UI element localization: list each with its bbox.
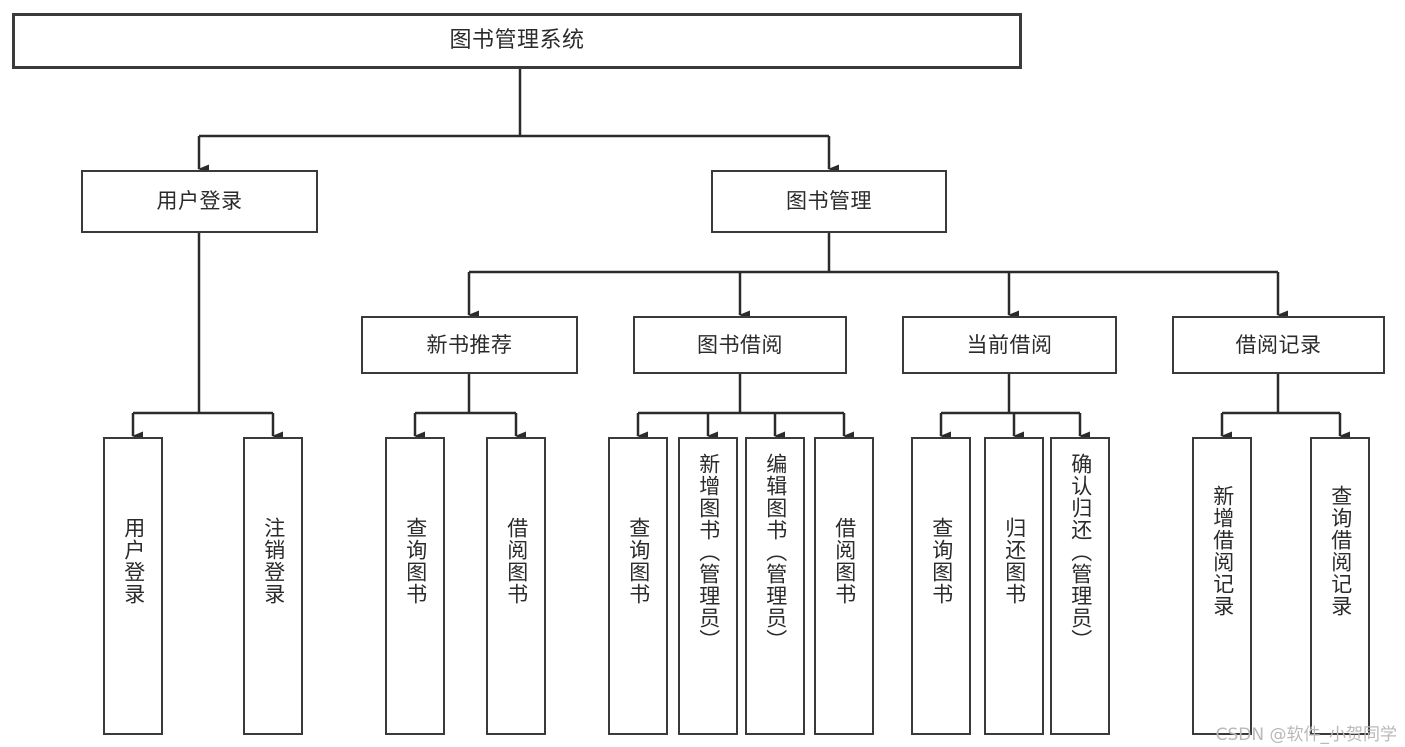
node-label: 图书借阅 — [697, 332, 783, 357]
node-bookmgmt[interactable]: 图书管理 — [711, 170, 947, 233]
node-borrow[interactable]: 图书借阅 — [633, 316, 847, 374]
leaf-query-book-2[interactable]: 查询图书 — [608, 437, 668, 735]
leaf-label: 查询借阅记录 — [1328, 485, 1353, 617]
node-newbook[interactable]: 新书推荐 — [361, 316, 578, 374]
leaf-label: 注销登录 — [261, 517, 286, 605]
leaf-query-book-3[interactable]: 查询图书 — [911, 437, 971, 735]
leaf-query-record[interactable]: 查询借阅记录 — [1310, 437, 1370, 735]
leaf-add-book[interactable]: 新增图书（管理员） — [678, 437, 738, 735]
leaf-label: 新增图书（管理员） — [696, 453, 721, 651]
connector-paths — [131, 69, 1350, 441]
leaf-edit-book[interactable]: 编辑图书（管理员） — [745, 437, 805, 735]
node-label: 当前借阅 — [966, 332, 1053, 357]
leaf-label: 确认归还（管理员） — [1068, 453, 1093, 651]
node-login[interactable]: 用户登录 — [81, 170, 318, 233]
node-label: 新书推荐 — [426, 332, 513, 357]
node-label: 图书管理系统 — [449, 28, 585, 53]
leaf-label: 查询图书 — [403, 517, 428, 605]
node-root[interactable]: 图书管理系统 — [12, 13, 1022, 69]
leaf-borrow-book-2[interactable]: 借阅图书 — [814, 437, 874, 735]
node-label: 借阅记录 — [1235, 332, 1322, 357]
node-label: 图书管理 — [786, 189, 872, 213]
leaf-label: 归还图书 — [1002, 517, 1027, 605]
leaf-query-book-1[interactable]: 查询图书 — [385, 437, 445, 735]
leaf-label: 借阅图书 — [832, 517, 857, 605]
leaf-return-book[interactable]: 归还图书 — [984, 437, 1044, 735]
leaf-add-record[interactable]: 新增借阅记录 — [1192, 437, 1252, 735]
leaf-confirm-return[interactable]: 确认归还（管理员） — [1050, 437, 1110, 735]
leaf-label: 新增借阅记录 — [1210, 485, 1235, 617]
leaf-label: 查询图书 — [626, 517, 651, 605]
leaf-user-login[interactable]: 用户登录 — [103, 437, 163, 735]
leaf-label: 借阅图书 — [504, 517, 529, 605]
leaf-label: 查询图书 — [929, 517, 954, 605]
leaf-borrow-book-1[interactable]: 借阅图书 — [486, 437, 546, 735]
node-records[interactable]: 借阅记录 — [1172, 316, 1385, 374]
leaf-label: 用户登录 — [121, 517, 146, 605]
leaf-label: 编辑图书（管理员） — [763, 453, 788, 651]
node-current[interactable]: 当前借阅 — [902, 316, 1117, 374]
watermark-label: CSDN @软件_小贺同学 — [1215, 725, 1397, 745]
node-label: 用户登录 — [156, 189, 243, 213]
leaf-user-logout[interactable]: 注销登录 — [243, 437, 303, 735]
